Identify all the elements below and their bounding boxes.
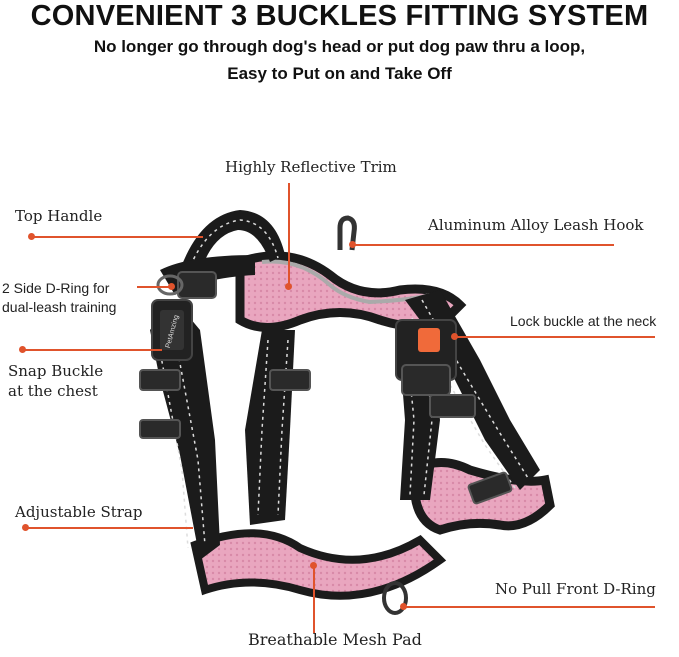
label-snap-buckle-1: Snap Buckle: [8, 362, 104, 380]
side-dring-callout-dot: [168, 283, 175, 290]
leash-hook: [337, 215, 357, 251]
side-dring-callout-line: [137, 286, 174, 288]
lock-callout-dot: [451, 333, 458, 340]
label-top-handle: Top Handle: [15, 207, 103, 225]
top-handle: [180, 210, 285, 280]
label-mesh-pad: Breathable Mesh Pad: [248, 630, 422, 649]
label-adjustable-strap: Adjustable Strap: [15, 503, 143, 521]
hook-callout-line: [352, 244, 614, 246]
label-lock-buckle: Lock buckle at the neck: [510, 313, 657, 329]
strap-callout-dot: [22, 524, 29, 531]
lock-buckle: [395, 319, 457, 396]
front-d-ring: [382, 581, 408, 615]
trim-callout-dot: [285, 283, 292, 290]
hook-callout-dot: [349, 241, 356, 248]
chest-mesh-pad: [190, 529, 447, 600]
subtitle-line-1: No longer go through dog's head or put d…: [93, 37, 586, 56]
page-title: CONVENIENT 3 BUCKLES FITTING SYSTEM: [30, 0, 649, 32]
snap-callout-dot: [19, 346, 26, 353]
subtitle-line-2: Easy to Put on and Take Off: [227, 64, 452, 83]
label-side-dring-2: dual-leash training: [2, 299, 117, 315]
strap-callout-line: [25, 527, 193, 529]
front-dring-callout-line: [403, 606, 655, 608]
side-d-ring: [156, 271, 217, 299]
mesh-callout-dot: [310, 562, 317, 569]
label-snap-buckle-2: at the chest: [8, 382, 98, 400]
label-front-dring: No Pull Front D-Ring: [495, 580, 656, 598]
handle-callout-line: [31, 236, 203, 238]
snap-callout-line: [22, 349, 162, 351]
mesh-callout-line: [313, 565, 315, 633]
label-leash-hook: Aluminum Alloy Leash Hook: [428, 216, 644, 234]
lock-callout-line: [455, 336, 655, 338]
label-reflective-trim: Highly Reflective Trim: [225, 158, 397, 176]
trim-callout-line: [288, 183, 290, 288]
snap-buckle: [151, 299, 193, 361]
handle-callout-dot: [28, 233, 35, 240]
label-side-dring-1: 2 Side D-Ring for: [2, 280, 110, 296]
front-dring-callout-dot: [400, 603, 407, 610]
